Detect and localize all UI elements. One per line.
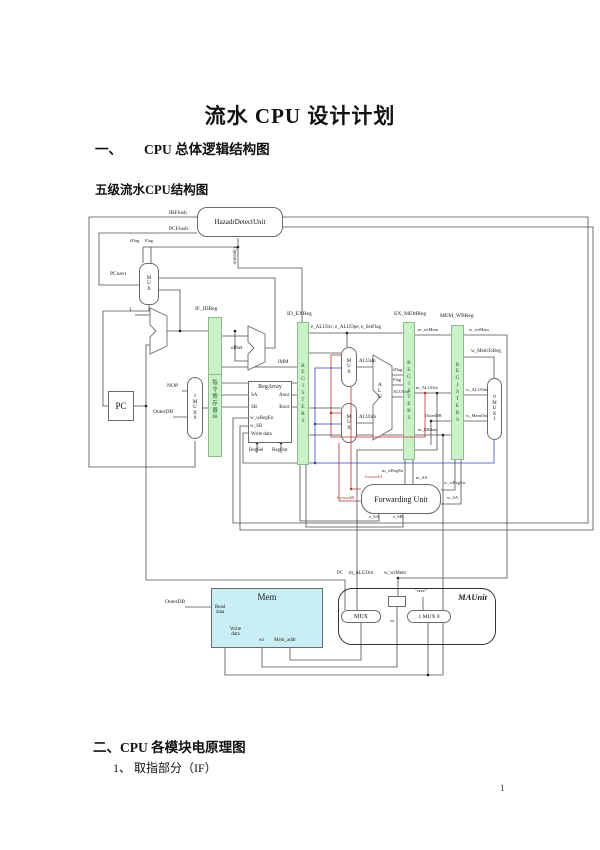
page-title: 流水 CPU 设计计划 bbox=[204, 104, 396, 128]
instruction-register-text: 指 令 寄 存 器 IR bbox=[212, 380, 218, 421]
e-sa-label: e_SA bbox=[369, 514, 379, 519]
nop-label: NOP bbox=[167, 383, 179, 389]
m-aluout-label: m_ALUOut bbox=[416, 385, 438, 390]
alu-b-mux: M U X bbox=[341, 403, 357, 443]
port-write-data: Write data bbox=[230, 627, 242, 638]
subheading: 五级流水CPU结构图 bbox=[95, 183, 209, 197]
regsel-label: RegSel bbox=[249, 448, 264, 453]
port-w-sb: w_SB bbox=[250, 424, 263, 429]
w-sa-label: w_SA bbox=[447, 495, 459, 500]
ma-db-mux: 1 MUX 0 bbox=[407, 610, 451, 623]
w-memtoreg-label: w_MemToReg bbox=[471, 349, 501, 354]
m-wregen-label: m_wRegEn bbox=[382, 468, 404, 473]
ma-unit: MAUnit bbox=[338, 588, 496, 645]
e-sb-label: e_SB bbox=[393, 514, 403, 519]
ma-unit-title: MAUnit bbox=[458, 592, 487, 602]
alu-a-mux: M U X bbox=[341, 347, 357, 387]
outerdb-right-label: OuterDB bbox=[425, 413, 442, 418]
forwardb-label: forwardB bbox=[337, 495, 355, 500]
m-sa-label: m_SA bbox=[416, 475, 428, 480]
iflag-label: iFlag bbox=[130, 238, 140, 243]
reg-array: RegArray SA SB w_wRegEn w_SB Write data … bbox=[248, 381, 292, 443]
pcnext-mux: M U X bbox=[139, 263, 159, 305]
port-bout: Bout bbox=[279, 405, 289, 410]
irflush-label: IRFlush bbox=[169, 210, 187, 216]
mem-wbreg-label: MEM_WBReg bbox=[440, 313, 474, 319]
heading-1-index: 一、 bbox=[95, 142, 122, 157]
zzzz-label: "zzzz" bbox=[415, 588, 427, 593]
operator-label: Operator bbox=[231, 247, 237, 265]
w-memout-label: w_MemOut bbox=[466, 413, 488, 418]
mem-block: Mem Read data Write data wr Mem_addr bbox=[211, 588, 323, 648]
flag-label: Flag bbox=[145, 238, 154, 243]
m-wrmem-label: m_wrMem bbox=[418, 327, 438, 332]
ma-mux: MUX bbox=[341, 610, 381, 623]
iflag-out-label: iFlag bbox=[393, 367, 403, 372]
port-sa: SA bbox=[251, 393, 258, 398]
ma-m-aluout-label: m_ALUOut bbox=[349, 571, 374, 576]
one-label: 1 bbox=[129, 307, 132, 313]
cpu-pipeline-diagram: HazadrDetectUnit M U X PC 1 M U X 0 指 令 … bbox=[85, 205, 595, 685]
page-number: 1 bbox=[500, 783, 505, 793]
pcnext-label: PCnext bbox=[110, 271, 127, 277]
outerdb-left-label: OuterDB bbox=[153, 409, 174, 415]
w-wregen-label: w_wRegEn bbox=[444, 480, 465, 485]
outerdb-mem-label: OuterDB bbox=[165, 599, 186, 605]
pc-register: PC bbox=[108, 391, 134, 421]
nop-mux: 1 M U X 0 bbox=[187, 377, 203, 439]
heading-1-text: CPU 总体逻辑结构图 bbox=[144, 142, 270, 157]
aluain-label: ALUaIn bbox=[359, 359, 376, 364]
m-rbdata-label: m_RBdata bbox=[418, 427, 438, 432]
aluout-label: ALUOut bbox=[393, 389, 409, 394]
forwarda-label: forwardA bbox=[365, 474, 383, 479]
regout-label: RegOut bbox=[272, 448, 288, 453]
port-write-data: Write data bbox=[251, 432, 272, 437]
port-mem-addr: Mem_addr bbox=[274, 638, 296, 643]
if-idreg-label: IF_IDReg bbox=[195, 306, 218, 312]
w-wrmem-label: w_wrMem bbox=[469, 327, 489, 332]
hazard-detect-unit: HazadrDetectUnit bbox=[197, 207, 283, 237]
alubin-label: ALUbIn bbox=[359, 415, 376, 420]
reg-array-title: RegArray bbox=[258, 384, 282, 390]
id-exreg-label: ID_EXReg bbox=[287, 311, 312, 317]
flag-out-label: Flag bbox=[393, 377, 402, 382]
if-id-register-bar: 指 令 寄 存 器 IR bbox=[208, 317, 222, 457]
ex-memreg-label: EX_MEMReg bbox=[394, 311, 427, 317]
imm-label: IMM bbox=[278, 360, 289, 365]
id-ex-register-bar: R E G I S T E R S bbox=[297, 322, 309, 465]
port-aout: Aout bbox=[279, 393, 289, 398]
port-w-wregen: w_wRegEn bbox=[250, 416, 274, 421]
port-read-data: Read data bbox=[215, 605, 226, 616]
heading-1: 一、 CPU 总体逻辑结构图 bbox=[95, 138, 270, 158]
port-sb: SB bbox=[251, 405, 258, 410]
ex-control-bus-label: e_ALUSrc, e_ALUOpe, e_SetFlag bbox=[311, 325, 381, 330]
ma-w-wrmem-label: w_wrMem bbox=[384, 571, 406, 576]
forwarding-unit: Forwarding Unit bbox=[361, 484, 441, 514]
pcflush-label: PCFlush bbox=[169, 226, 188, 232]
ma-wr-label: wr bbox=[390, 618, 395, 623]
mem-title: Mem bbox=[257, 592, 277, 602]
w-aluout-label: w_ALUOut bbox=[466, 387, 488, 392]
mem-wb-register-bar: R E G I S T E R S bbox=[451, 325, 464, 460]
port-wr: wr bbox=[259, 638, 265, 643]
heading-2: 二、CPU 各模块电原理图 bbox=[93, 740, 246, 755]
offset-label: offset bbox=[231, 346, 243, 351]
ma-wr-latch bbox=[388, 596, 406, 607]
ma-pc-label: PC bbox=[337, 571, 344, 576]
writeback-mux: 0 M U X 1 bbox=[487, 378, 502, 440]
alu-label: A L U bbox=[378, 382, 382, 400]
heading-2-sub: 1、 取指部分（IF） bbox=[113, 761, 217, 775]
